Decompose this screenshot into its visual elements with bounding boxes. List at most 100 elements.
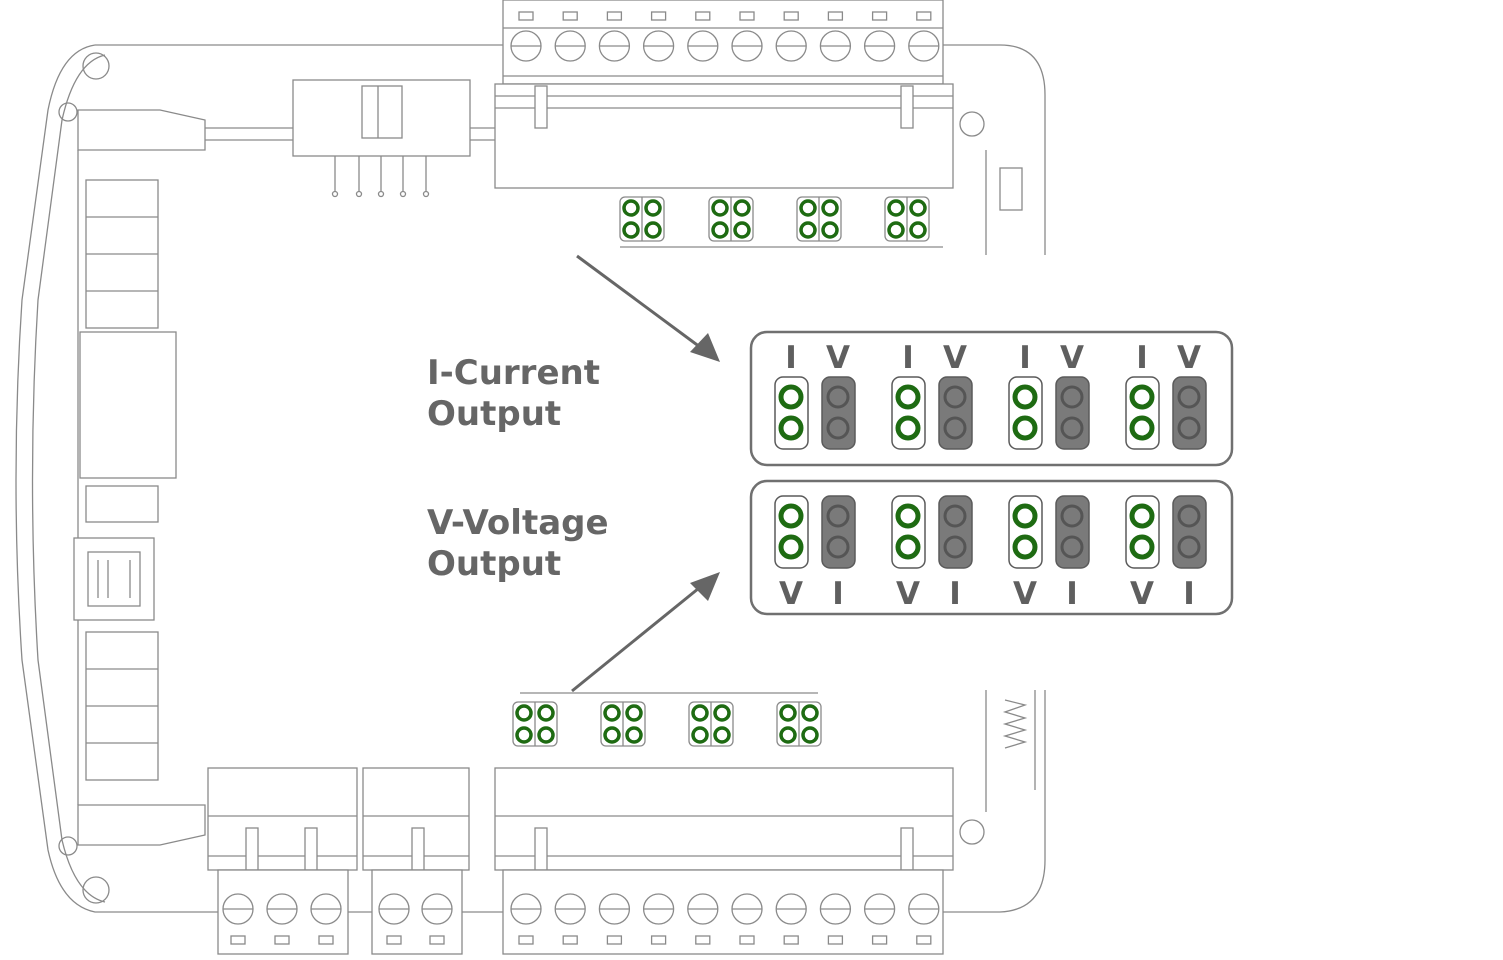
jumper-label-v: V: [826, 340, 850, 376]
jumper-pin: [895, 534, 921, 560]
jumper-pin: [778, 415, 804, 441]
jumper-label-i: I: [1183, 576, 1195, 612]
jumper-pin: [895, 384, 921, 410]
terminal-slot: [606, 935, 623, 945]
jumper-label-v: V: [779, 576, 803, 612]
terminal-slot: [230, 935, 246, 945]
jumper-label-i: I: [902, 340, 914, 376]
voltage-output-label-line1: V-Voltage: [427, 503, 609, 543]
jumper-pin: [909, 199, 927, 217]
bottom-terminal-blocks: [207, 767, 954, 955]
jumper-pin: [779, 726, 797, 744]
left-connector-stack: [73, 179, 177, 781]
jumper-pin-covered: [943, 385, 967, 409]
jumper-pin: [713, 704, 731, 722]
jumper-pin: [1129, 534, 1155, 560]
jumper-pin: [713, 726, 731, 744]
jumper-pin: [515, 726, 533, 744]
jumper-pin: [603, 704, 621, 722]
jumper-pin-covered: [1177, 416, 1201, 440]
jumper-pin: [909, 221, 927, 239]
jumper-pin-covered: [1177, 385, 1201, 409]
terminal-slot: [274, 935, 290, 945]
jumper-pin: [625, 704, 643, 722]
jumper-pin: [887, 199, 905, 217]
jumper-label-i: I: [832, 576, 844, 612]
top-terminal-block: [494, 0, 954, 189]
jumper-pin: [887, 221, 905, 239]
current-output-label-line1: I-Current: [427, 353, 600, 393]
jumper-label-i: I: [1019, 340, 1031, 376]
enclosure-outline: [15, 44, 1046, 913]
jumper-pin: [733, 199, 751, 217]
jumper-pin-covered: [943, 416, 967, 440]
jumper-pin-covered: [1177, 504, 1201, 528]
jumper-pin: [515, 704, 533, 722]
jumper-pin: [821, 199, 839, 217]
ribbon-header: [292, 79, 471, 198]
jumper-pin: [1129, 415, 1155, 441]
voltage-output-label-line2: Output: [427, 544, 561, 584]
jumper-pin: [1012, 503, 1038, 529]
jumper-pin: [821, 221, 839, 239]
jumper-pin: [733, 221, 751, 239]
jumper-pin: [1129, 384, 1155, 410]
terminal-slot: [916, 935, 932, 945]
jumper-label-i: I: [1136, 340, 1148, 376]
jumper-pin-covered: [1060, 416, 1084, 440]
jumper-pin: [537, 726, 555, 744]
terminal-slot: [871, 935, 888, 945]
jumper-label-v: V: [896, 576, 920, 612]
jumper-pin: [711, 199, 729, 217]
jumper-pin-covered: [1177, 535, 1201, 559]
terminal-slot: [739, 11, 755, 21]
jumper-pin: [1012, 534, 1038, 560]
arrow-to-current-panel: [576, 254, 720, 362]
jumper-pin: [801, 726, 819, 744]
jumper-pin: [1012, 415, 1038, 441]
jumper-pin: [622, 199, 640, 217]
jumper-pin-covered: [826, 535, 850, 559]
jumper-label-i: I: [1066, 576, 1078, 612]
jumper-pin-covered: [943, 535, 967, 559]
jumper-pin-covered: [826, 416, 850, 440]
jumper-pin: [625, 726, 643, 744]
jumper-pin-covered: [1060, 535, 1084, 559]
current-output-label-line2: Output: [427, 394, 561, 434]
terminal-slot: [650, 935, 667, 945]
terminal-slot: [650, 11, 667, 21]
jumper-pin: [799, 221, 817, 239]
jumper-pin-covered: [826, 504, 850, 528]
terminal-slot: [827, 11, 844, 21]
jumper-pin: [603, 726, 621, 744]
terminal-slot: [916, 11, 932, 21]
jumper-pin-covered: [1060, 385, 1084, 409]
terminal-slot: [429, 935, 445, 945]
jumper-pin: [622, 221, 640, 239]
terminal-slot: [783, 11, 799, 21]
terminal-slot: [562, 11, 578, 21]
jumper-pin: [644, 221, 662, 239]
terminal-slot: [871, 11, 888, 21]
jumper-pin: [895, 503, 921, 529]
jumper-pin-covered: [943, 504, 967, 528]
terminal-slot: [386, 935, 402, 945]
jumper-pin: [778, 503, 804, 529]
jumper-pin: [895, 415, 921, 441]
jumper-pin-covered: [1060, 504, 1084, 528]
board-jumpers-bottom: [512, 701, 822, 747]
jumper-label-i: I: [785, 340, 797, 376]
jumper-pin: [779, 704, 797, 722]
jumper-label-v: V: [1013, 576, 1037, 612]
jumper-pin: [644, 199, 662, 217]
jumper-pin: [778, 534, 804, 560]
jumper-pin: [1129, 503, 1155, 529]
jumper-pin: [711, 221, 729, 239]
terminal-slot: [318, 935, 334, 945]
terminal-slot: [783, 935, 799, 945]
jumper-pin: [778, 384, 804, 410]
jumper-label-v: V: [1177, 340, 1201, 376]
